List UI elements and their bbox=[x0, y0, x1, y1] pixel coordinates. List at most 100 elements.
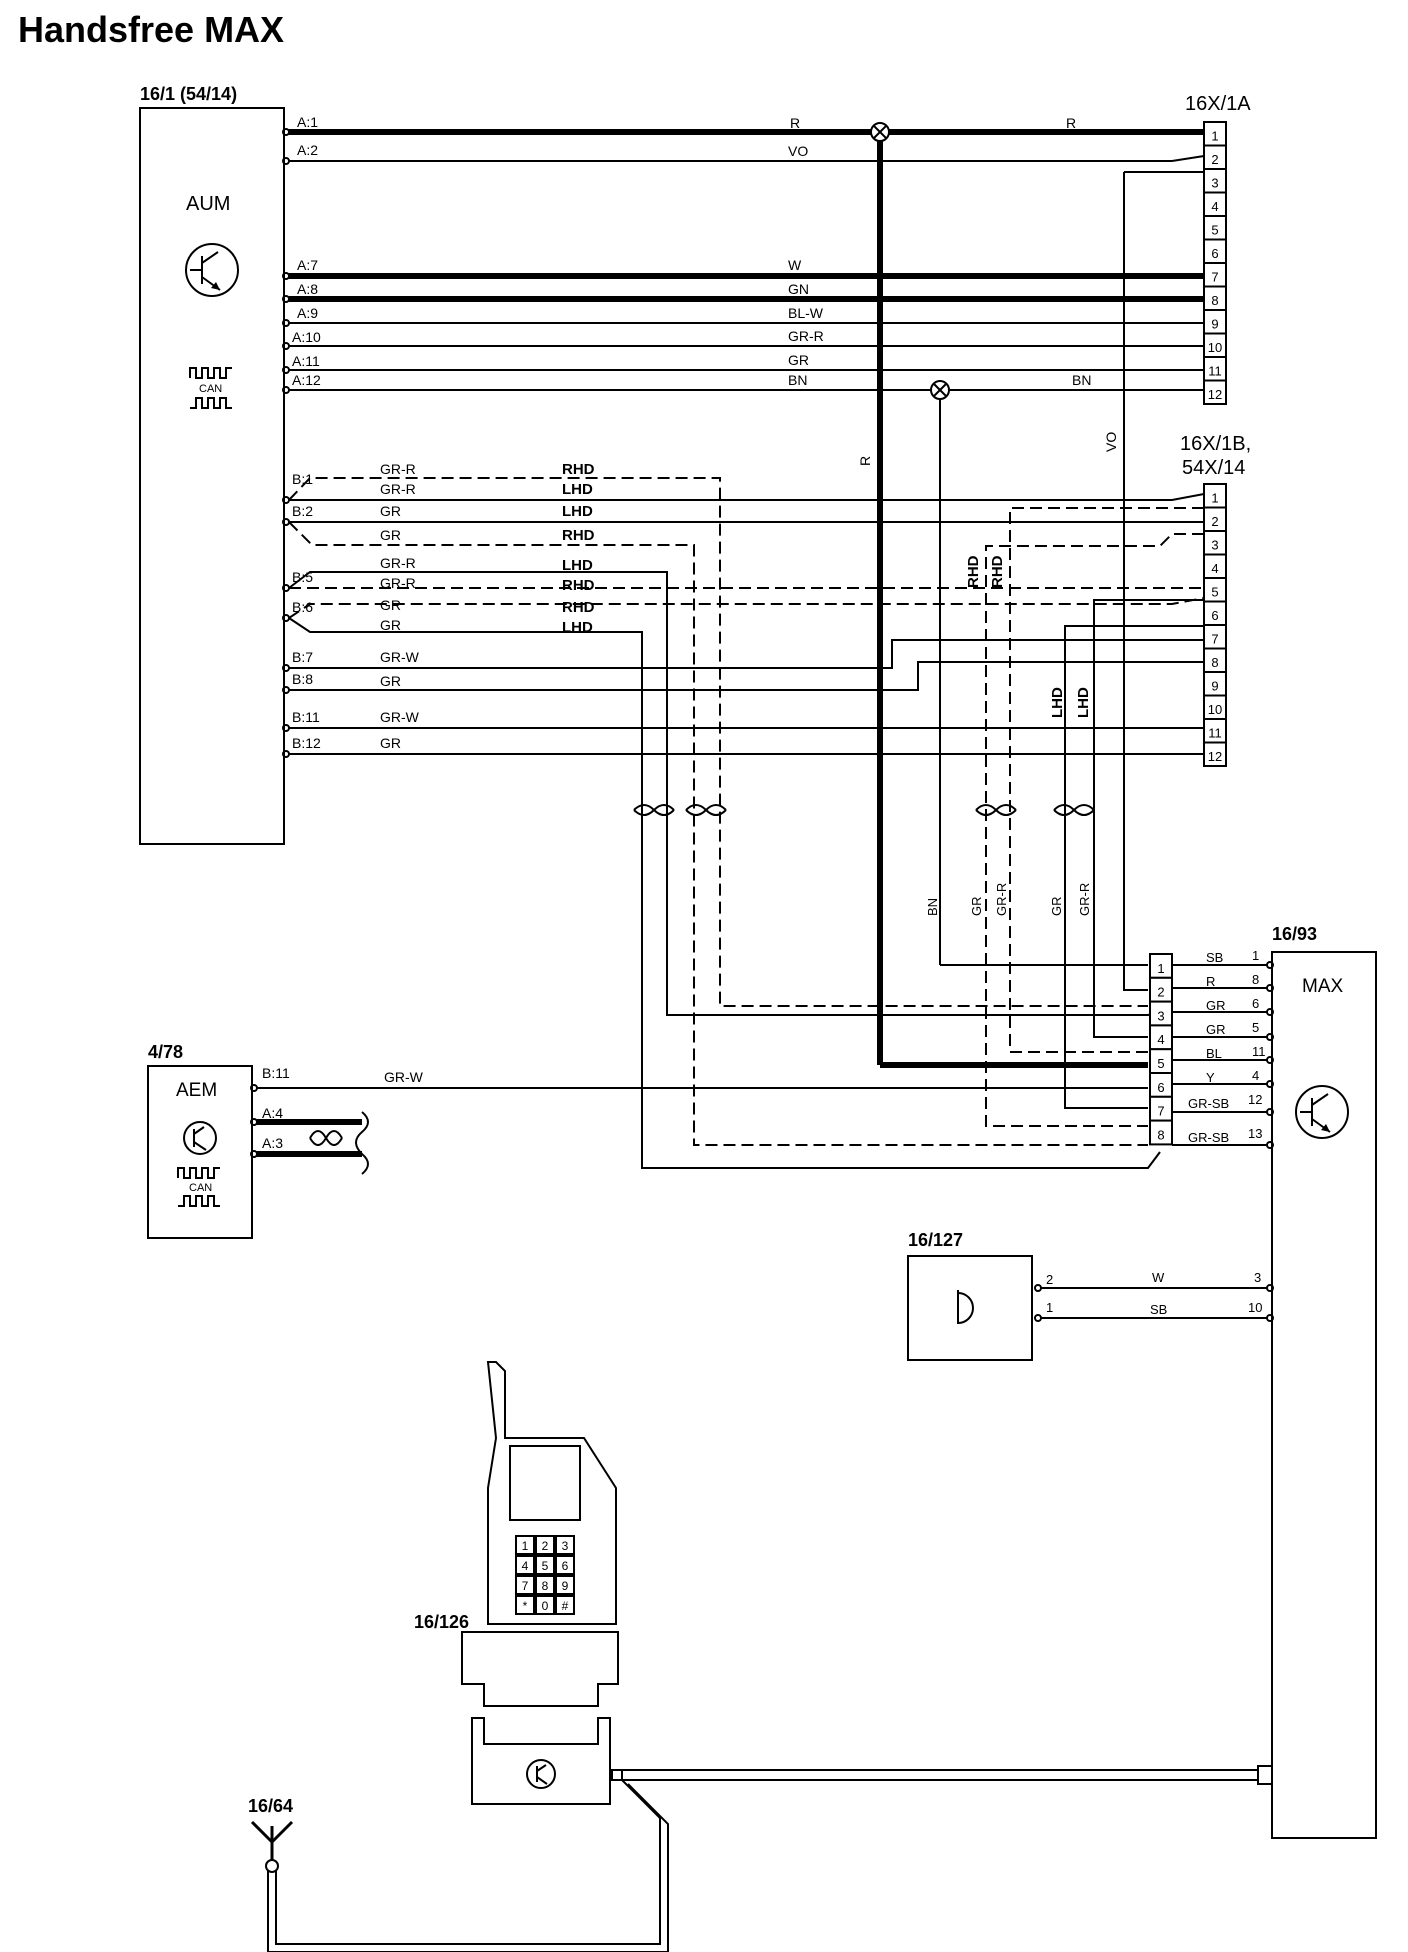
connector-16x1b-pin: 11 bbox=[1208, 726, 1222, 741]
side-vertical-rhd-2: RHD bbox=[989, 555, 1006, 588]
aum-pin-a9: A:9 bbox=[297, 305, 318, 321]
aum-component-id: 16/1 (54/14) bbox=[140, 84, 237, 104]
mic-pin-2: 2 bbox=[1046, 1272, 1053, 1287]
keypad-key bbox=[515, 1555, 535, 1575]
wire-color-b12: GR bbox=[380, 735, 401, 751]
side-b6-lhd: LHD bbox=[562, 619, 593, 636]
keypad-key-label: 5 bbox=[542, 1559, 549, 1573]
aum-pin-a10: A:10 bbox=[292, 329, 321, 345]
max-pin-labels: SB 1 R 8 GR 6 GR 5 BL 11 Y 4 GR-SB 12 GR… bbox=[1188, 948, 1266, 1145]
connector-16x1b-pin: 4 bbox=[1211, 561, 1218, 576]
max-mic-pin-10: 10 bbox=[1248, 1300, 1262, 1315]
wire-color-b7: GR-W bbox=[380, 649, 420, 665]
connector-16x1a-pin: 6 bbox=[1211, 246, 1218, 261]
connector-16x1b-pin: 10 bbox=[1208, 702, 1222, 717]
max-wire-7: GR-SB bbox=[1188, 1096, 1229, 1111]
max-wires bbox=[880, 961, 1274, 1149]
coax-cables bbox=[267, 1765, 1273, 1952]
wire-color-b2-rhd: GR bbox=[380, 527, 401, 543]
max-pin-3: 6 bbox=[1252, 996, 1259, 1011]
connector-16x1b-pin: 6 bbox=[1211, 608, 1218, 623]
keypad-key bbox=[555, 1555, 575, 1575]
max-pin-8: 13 bbox=[1248, 1126, 1262, 1141]
connector-16x1a-pin: 1 bbox=[1211, 129, 1218, 144]
aum-module-name: AUM bbox=[186, 193, 230, 215]
side-vertical-lhd-2: LHD bbox=[1075, 687, 1092, 718]
max-pin-4: 5 bbox=[1252, 1020, 1259, 1035]
aum-pin-a1: A:1 bbox=[297, 114, 318, 130]
connector-16x1a-pin: 3 bbox=[1211, 176, 1218, 191]
aum-pin-a12: A:12 bbox=[292, 372, 321, 388]
vertical-label-gr-r-2: GR-R bbox=[1077, 883, 1092, 916]
wire-color-b6-rhd: GR bbox=[380, 597, 401, 613]
aum-b-pins: B:1 B:2 B:5 B:6 B:7 B:8 B:11 B:12 bbox=[292, 471, 321, 751]
wire-color-b5-rhd: GR-R bbox=[380, 575, 416, 591]
wire-color-a1-right: R bbox=[1066, 115, 1076, 131]
wire-color-a2: VO bbox=[788, 143, 808, 159]
cradle-component-id: 16/126 bbox=[414, 1612, 469, 1632]
aem-module-box bbox=[147, 1065, 253, 1239]
keypad-key-label: 3 bbox=[562, 1539, 569, 1553]
max-mic-pin-3: 3 bbox=[1254, 1270, 1261, 1285]
phone-cradle bbox=[461, 1631, 623, 1805]
connector-16x1b-pin: 3 bbox=[1211, 538, 1218, 553]
wire-color-b1-lhd: GR-R bbox=[380, 481, 416, 497]
side-b5-rhd: RHD bbox=[562, 577, 595, 594]
aum-pin-b2: B:2 bbox=[292, 503, 313, 519]
connector-16x1a-pin: 2 bbox=[1211, 152, 1218, 167]
max-module-name: MAX bbox=[1302, 976, 1344, 997]
max-harness-connector-pin: 6 bbox=[1157, 1080, 1164, 1095]
connector-16x1b-pin: 5 bbox=[1211, 585, 1218, 600]
max-harness-connector-pin: 8 bbox=[1157, 1127, 1164, 1142]
max-harness-connector-pin: 3 bbox=[1157, 1008, 1164, 1023]
max-harness-connector-pin: 1 bbox=[1157, 961, 1164, 976]
can-label: CAN bbox=[199, 383, 222, 395]
wire-color-a1: R bbox=[790, 115, 800, 131]
mic-wire-sb: SB bbox=[1150, 1302, 1167, 1317]
keypad-key-label: 7 bbox=[522, 1579, 529, 1593]
wire-color-b6-lhd: GR bbox=[380, 617, 401, 633]
max-harness-connector-pin: 2 bbox=[1157, 985, 1164, 1000]
microphone-icon bbox=[957, 1290, 974, 1324]
connector-16x1a-pin: 11 bbox=[1208, 364, 1222, 379]
keypad-key bbox=[515, 1575, 535, 1595]
keypad-key bbox=[535, 1575, 555, 1595]
microphone-box bbox=[907, 1255, 1033, 1361]
max-wire-3: GR bbox=[1206, 998, 1226, 1013]
wire-color-b5-lhd: GR-R bbox=[380, 555, 416, 571]
keypad-key-label: 6 bbox=[562, 1559, 569, 1573]
max-wire-6: Y bbox=[1206, 1070, 1215, 1085]
can-bus-icon: CAN bbox=[189, 367, 232, 409]
side-b1-lhd: LHD bbox=[562, 481, 593, 498]
connector-16x1a-pin: 5 bbox=[1211, 223, 1218, 238]
connector-16x1a-pin: 10 bbox=[1208, 340, 1222, 355]
keypad-key-label: 0 bbox=[542, 1599, 549, 1613]
transistor-icon bbox=[183, 1121, 217, 1155]
page-title: Handsfree MAX bbox=[18, 9, 284, 50]
connector-16x1b-label-line1: 16X/1B, bbox=[1180, 433, 1251, 455]
connector-16x1b-pin: 12 bbox=[1208, 749, 1222, 764]
connector-16x1b-pin: 2 bbox=[1211, 514, 1218, 529]
mic-wires bbox=[1034, 1284, 1274, 1322]
transistor-icon bbox=[1295, 1085, 1349, 1139]
max-harness-connector-pin: 4 bbox=[1157, 1032, 1164, 1047]
vertical-label-gr-r-1: GR-R bbox=[994, 883, 1009, 916]
max-pin-6: 4 bbox=[1252, 1068, 1259, 1083]
aem-pin-b11: B:11 bbox=[262, 1065, 290, 1081]
a-side-wires bbox=[282, 122, 1205, 1065]
aum-pin-a8: A:8 bbox=[297, 281, 318, 297]
keypad-key bbox=[535, 1535, 555, 1555]
keypad-key bbox=[535, 1595, 555, 1615]
side-b5-lhd: LHD bbox=[562, 557, 593, 574]
antenna-component-id: 16/64 bbox=[248, 1796, 293, 1816]
side-b1-rhd: RHD bbox=[562, 461, 595, 478]
keypad-key bbox=[555, 1575, 575, 1595]
aum-pin-b8: B:8 bbox=[292, 671, 313, 687]
max-wire-5: BL bbox=[1206, 1046, 1222, 1061]
wire-color-a9: BL-W bbox=[788, 305, 824, 321]
